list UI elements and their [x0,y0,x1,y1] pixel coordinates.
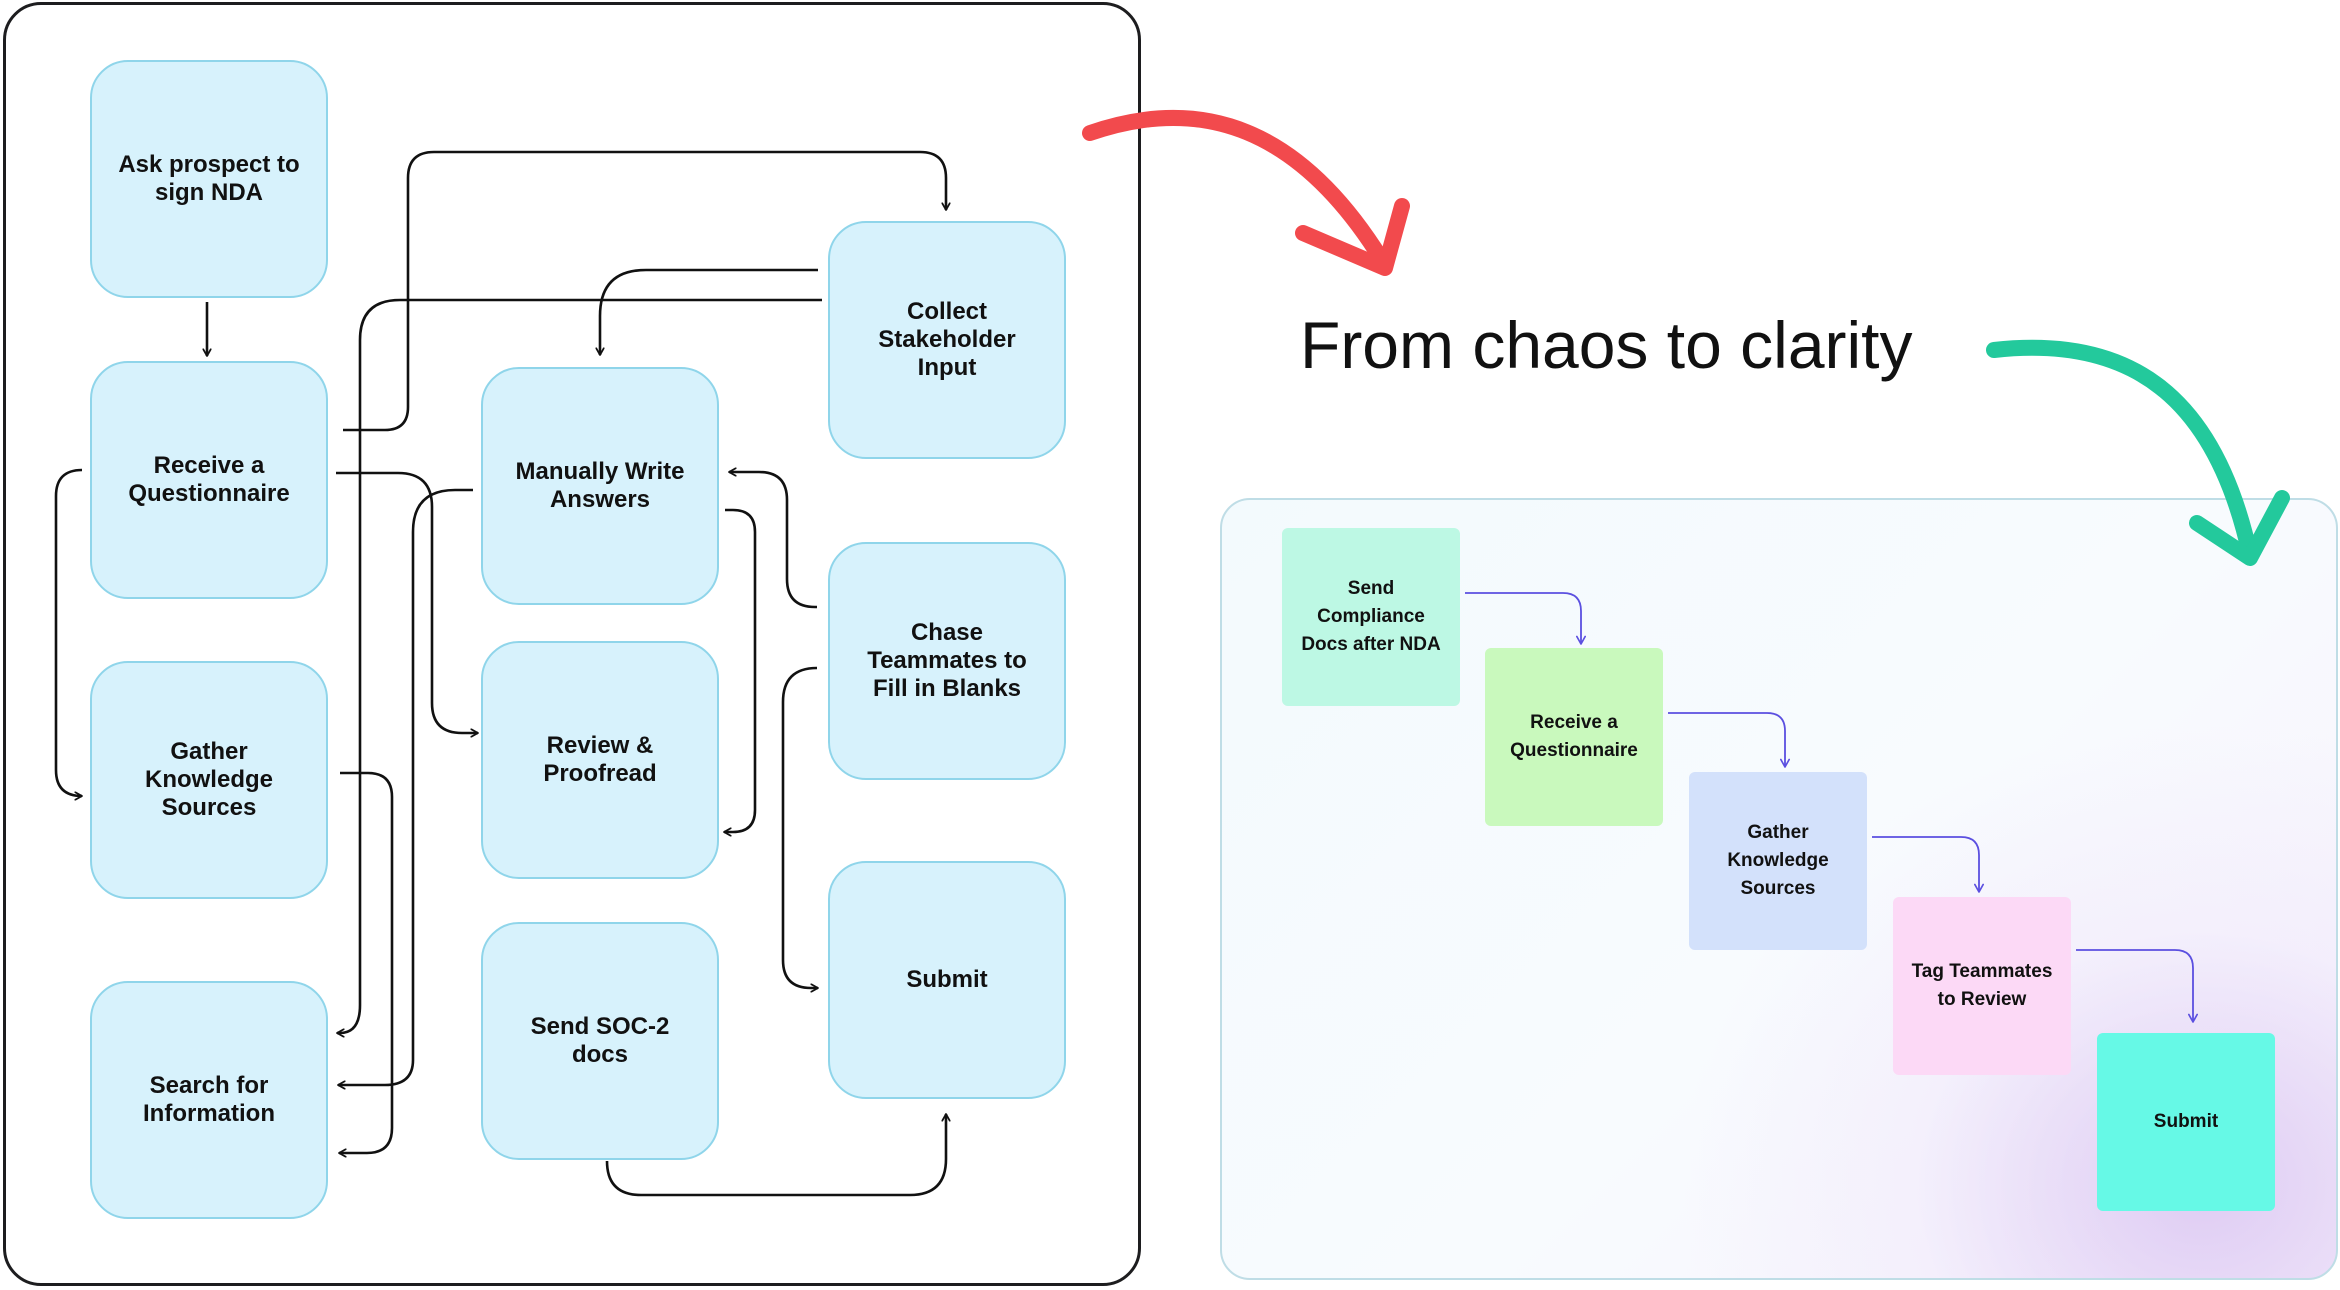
node-search-information: Search for Information [90,981,328,1219]
node-label: Gather Knowledge Sources [144,738,273,821]
node-receive-questionnaire: Receive a Questionnaire [90,361,328,599]
step-receive-questionnaire: Receive a Questionnaire [1485,648,1663,826]
node-label: Submit [906,966,988,993]
node-label: Receive a Questionnaire [128,452,290,507]
node-review-proofread: Review & Proofread [481,641,719,879]
node-submit: Submit [828,861,1066,1099]
node-label: Review & Proofread [543,732,657,787]
step-gather-knowledge: Gather Knowledge Sources [1689,772,1867,950]
node-collect-input: Collect Stakeholder Input [828,221,1066,459]
node-label: Ask prospect to sign NDA [118,151,300,206]
node-label: Chase Teammates to Fill in Blanks [867,619,1027,702]
node-label: Search for Information [143,1072,275,1127]
node-label: Send SOC-2 docs [530,1013,670,1068]
node-write-answers: Manually Write Answers [481,367,719,605]
step-label: Receive a Questionnaire [1510,712,1638,761]
step-send-compliance-docs: Send Compliance Docs after NDA [1282,528,1460,706]
node-gather-knowledge: Gather Knowledge Sources [90,661,328,899]
step-label: Gather Knowledge Sources [1727,822,1829,899]
headline: From chaos to clarity [1300,308,1913,382]
node-chase-teammates: Chase Teammates to Fill in Blanks [828,542,1066,780]
node-send-soc2: Send SOC-2 docs [481,922,719,1160]
step-label: Tag Teammates to Review [1911,961,2053,1010]
step-submit: Submit [2097,1033,2275,1211]
node-label: Manually Write Answers [515,458,685,513]
step-label: Submit [2153,1111,2219,1132]
step-tag-teammates: Tag Teammates to Review [1893,897,2071,1075]
node-ask-nda: Ask prospect to sign NDA [90,60,328,298]
node-label: Collect Stakeholder Input [878,298,1016,381]
step-label: Send Compliance Docs after NDA [1301,578,1441,655]
